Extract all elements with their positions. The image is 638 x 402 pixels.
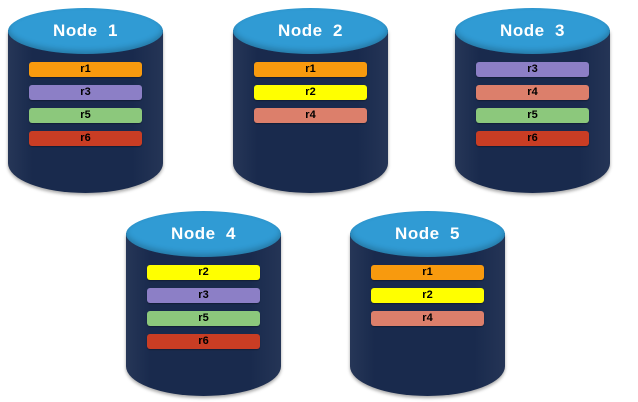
replica-bar[interactable]: r3 bbox=[147, 288, 260, 303]
database-node-cylinder[interactable]: Node 2 r1 r2 r4 bbox=[233, 8, 388, 193]
replica-bar[interactable]: r5 bbox=[29, 108, 142, 123]
replica-bar[interactable]: r1 bbox=[371, 265, 484, 280]
replica-list: r1 r3 r5 r6 bbox=[29, 62, 142, 146]
database-node-cylinder[interactable]: Node 5 r1 r2 r4 bbox=[350, 211, 505, 396]
database-node-cylinder[interactable]: Node 3 r3 r4 r5 r6 bbox=[455, 8, 610, 193]
replica-bar[interactable]: r5 bbox=[476, 108, 589, 123]
replica-bar[interactable]: r6 bbox=[29, 131, 142, 146]
replica-bar[interactable]: r2 bbox=[254, 85, 367, 100]
replica-bar[interactable]: r3 bbox=[29, 85, 142, 100]
replica-bar[interactable]: r1 bbox=[29, 62, 142, 77]
node-label: Node 2 bbox=[278, 21, 343, 40]
cylinder-top-ellipse bbox=[8, 8, 163, 54]
cylinder-top-ellipse bbox=[126, 211, 281, 257]
replica-list: r1 r2 r4 bbox=[371, 265, 484, 326]
replica-bar[interactable]: r1 bbox=[254, 62, 367, 77]
replica-list: r3 r4 r5 r6 bbox=[476, 62, 589, 146]
node-label: Node 5 bbox=[395, 224, 460, 243]
replica-bar[interactable]: r4 bbox=[371, 311, 484, 326]
replica-bar[interactable]: r4 bbox=[476, 85, 589, 100]
replica-list: r1 r2 r4 bbox=[254, 62, 367, 123]
node-label: Node 1 bbox=[53, 21, 118, 40]
replica-list: r2 r3 r5 r6 bbox=[147, 265, 260, 349]
cylinder-top-ellipse bbox=[455, 8, 610, 54]
replica-bar[interactable]: r6 bbox=[147, 334, 260, 349]
node-label: Node 3 bbox=[500, 21, 565, 40]
replica-bar[interactable]: r2 bbox=[371, 288, 484, 303]
cylinder-top-ellipse bbox=[233, 8, 388, 54]
cylinder-top-ellipse bbox=[350, 211, 505, 257]
replica-bar[interactable]: r4 bbox=[254, 108, 367, 123]
replica-bar[interactable]: r5 bbox=[147, 311, 260, 326]
replica-bar[interactable]: r2 bbox=[147, 265, 260, 280]
node-label: Node 4 bbox=[171, 224, 236, 243]
database-node-cylinder[interactable]: Node 1 r1 r3 r5 r6 bbox=[8, 8, 163, 193]
replica-bar[interactable]: r6 bbox=[476, 131, 589, 146]
replica-bar[interactable]: r3 bbox=[476, 62, 589, 77]
database-node-cylinder[interactable]: Node 4 r2 r3 r5 r6 bbox=[126, 211, 281, 396]
